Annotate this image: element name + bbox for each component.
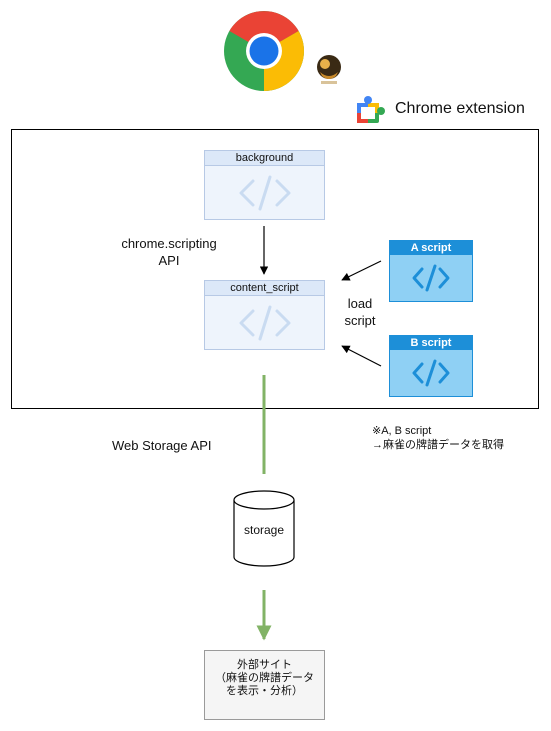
note-line-1: ※A, B script bbox=[372, 425, 432, 437]
code-icon bbox=[239, 305, 290, 340]
note-label: ※A, B script →麻雀の牌譜データを取得 bbox=[372, 424, 504, 452]
scripting-api-label: chrome.scripting API bbox=[104, 235, 234, 269]
a-script-label: A script bbox=[390, 241, 472, 255]
b-script-label: B script bbox=[390, 336, 472, 350]
b-script-node[interactable]: B script bbox=[389, 335, 473, 397]
storage-label: storage bbox=[243, 523, 285, 537]
external-site-line-1: 外部サイト bbox=[237, 659, 292, 671]
code-icon bbox=[412, 264, 450, 291]
code-icon bbox=[412, 359, 450, 386]
note-line-2: →麻雀の牌譜データを取得 bbox=[372, 439, 504, 451]
mascot-badge-icon bbox=[317, 55, 341, 84]
load-script-label: load script bbox=[335, 295, 385, 329]
a-script-node[interactable]: A script bbox=[389, 240, 473, 302]
background-label: background bbox=[205, 151, 324, 166]
load-script-line-1: load bbox=[347, 296, 373, 311]
external-site-node[interactable]: 外部サイト （麻雀の牌譜データ を表示・分析） bbox=[204, 650, 325, 720]
arrow-b-script-to-content bbox=[341, 345, 382, 367]
load-script-line-2: script bbox=[344, 313, 376, 328]
chrome-logo-icon bbox=[224, 11, 304, 91]
scripting-api-line-2: API bbox=[158, 253, 180, 268]
web-storage-api-label: Web Storage API bbox=[112, 438, 212, 453]
arrow-a-script-to-content bbox=[341, 260, 382, 281]
content-script-node[interactable]: content_script bbox=[204, 280, 325, 350]
extension-label: Chrome extension bbox=[395, 100, 525, 117]
external-site-line-3: を表示・分析） bbox=[226, 685, 303, 697]
scripting-api-line-1: chrome.scripting bbox=[121, 236, 217, 251]
code-icon bbox=[239, 175, 290, 210]
external-site-line-2: （麻雀の牌譜データ bbox=[215, 672, 314, 684]
puzzle-piece-icon bbox=[357, 96, 385, 123]
storage-cylinder[interactable] bbox=[233, 490, 295, 567]
extension-frame bbox=[11, 129, 539, 409]
content-script-label: content_script bbox=[205, 281, 324, 296]
background-node[interactable]: background bbox=[204, 150, 325, 220]
